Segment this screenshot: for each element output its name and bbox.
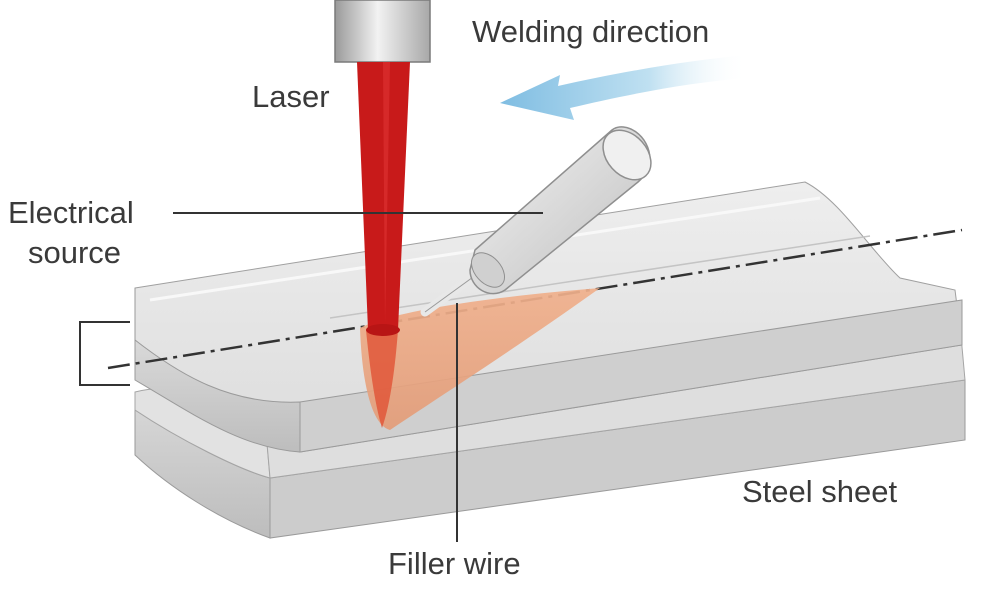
label-steel-sheet: Steel sheet bbox=[742, 474, 897, 509]
leader-lines bbox=[79, 212, 543, 542]
laser-beam bbox=[357, 62, 410, 330]
label-source: source bbox=[28, 235, 121, 270]
melt-pool bbox=[360, 288, 600, 430]
label-filler-wire: Filler wire bbox=[388, 546, 521, 581]
welding-direction-arrow bbox=[500, 55, 748, 120]
laser-head bbox=[334, 0, 431, 63]
label-laser: Laser bbox=[252, 79, 330, 114]
label-welding-direction: Welding direction bbox=[472, 14, 709, 49]
label-electrical: Electrical bbox=[8, 195, 134, 230]
keyhole bbox=[366, 330, 398, 428]
laser-focal-spot bbox=[366, 324, 400, 336]
welding-torch bbox=[469, 126, 652, 295]
